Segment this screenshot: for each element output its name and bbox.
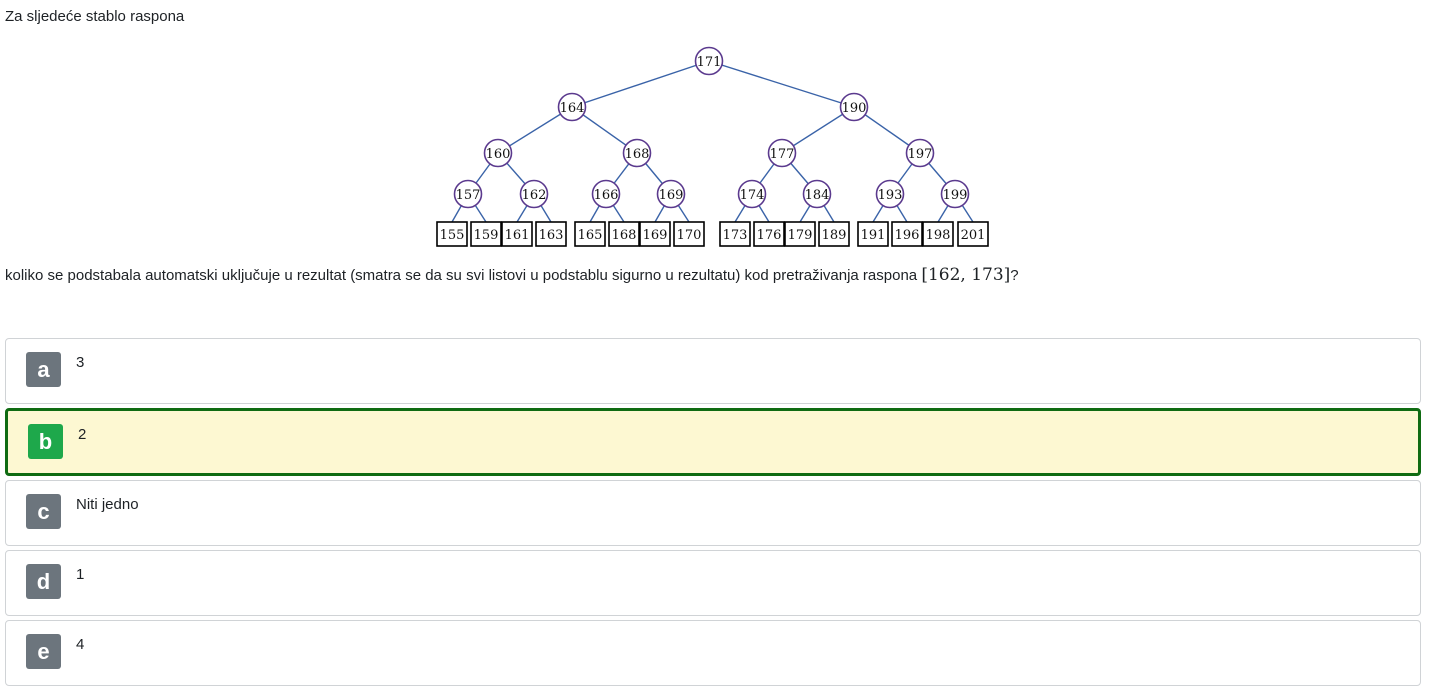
tree-leaf-label: 159: [474, 228, 499, 243]
answer-option-c[interactable]: c Niti jedno: [5, 480, 1421, 546]
tree-node-label: 190: [842, 101, 867, 116]
tree-node-label: 160: [486, 147, 511, 162]
tree-leaf-label: 170: [677, 228, 702, 243]
tree-leaf-box: [574, 221, 606, 247]
answer-option-a[interactable]: a 3: [5, 338, 1421, 404]
tree-leaf-box: [436, 221, 468, 247]
tree-node-circle: [622, 138, 652, 168]
tree-leaf-label: 196: [895, 228, 920, 243]
range-tree-svg: 171 164 190 160 168 177 197 157 162 166 169 174 184 1…: [436, 46, 989, 247]
answer-letter-badge: c: [26, 494, 61, 529]
answer-label: Niti jedno: [76, 496, 139, 513]
answer-label: 3: [76, 354, 85, 371]
tree-edge: [497, 106, 573, 154]
tree-leaf-label: 165: [578, 228, 603, 243]
tree-edge: [571, 60, 710, 108]
tree-node-circle: [940, 179, 970, 209]
tree-leaf-label: 155: [440, 228, 465, 243]
tree-node-circle: [519, 179, 549, 209]
tree-node-label: 171: [697, 55, 722, 70]
tree-leaf-box: [639, 221, 671, 247]
tree-node-circle: [656, 179, 686, 209]
tree-leaf-label: 169: [643, 228, 668, 243]
question-text: koliko se podstabala automatski uključuj…: [5, 265, 1019, 285]
tree-node-circle: [453, 179, 483, 209]
answer-letter-badge: b: [28, 424, 63, 459]
tree-leaf-box: [535, 221, 567, 247]
tree-leaf-label: 198: [926, 228, 951, 243]
tree-node-label: 168: [625, 147, 650, 162]
answer-label: 4: [76, 636, 85, 653]
tree-leaf-box: [891, 221, 923, 247]
tree-leaf-box: [818, 221, 850, 247]
tree-leaf-box: [753, 221, 785, 247]
tree-leaf-label: 191: [861, 228, 886, 243]
tree-leaf-box: [608, 221, 640, 247]
tree-leaf-label: 168: [612, 228, 637, 243]
tree-node-circle: [839, 92, 869, 122]
tree-leaf-box: [673, 221, 705, 247]
answer-letter-badge: a: [26, 352, 61, 387]
tree-leaf-label: 179: [788, 228, 813, 243]
question-intro-text: Za sljedeće stablo raspona: [5, 8, 185, 25]
tree-node-label: 177: [770, 147, 795, 162]
tree-edge: [708, 60, 855, 108]
tree-leaf-label: 189: [822, 228, 847, 243]
tree-node-circle: [767, 138, 797, 168]
tree-leaf-box: [501, 221, 533, 247]
tree-leaf-box: [857, 221, 889, 247]
tree-node-label: 162: [522, 188, 547, 203]
tree-leaf-label: 161: [505, 228, 530, 243]
tree-leaf-label: 163: [539, 228, 564, 243]
question-range: [162, 173]: [921, 265, 1011, 285]
answer-letter-badge: e: [26, 634, 61, 669]
tree-node-circle: [875, 179, 905, 209]
tree-node-circle: [483, 138, 513, 168]
answer-option-e[interactable]: e 4: [5, 620, 1421, 686]
answer-list: a 3 b 2 c Niti jedno d 1 e 4: [5, 338, 1421, 690]
tree-leaf-label: 201: [961, 228, 986, 243]
answer-letter-badge: d: [26, 564, 61, 599]
tree-leaf-box: [922, 221, 954, 247]
tree-node-label: 193: [878, 188, 903, 203]
tree-node-circle: [802, 179, 832, 209]
tree-node-label: 164: [560, 101, 585, 116]
tree-leaf-box: [470, 221, 502, 247]
question-text-after: ?: [1010, 267, 1019, 284]
tree-leaf-box: [957, 221, 989, 247]
range-tree-diagram: 171 164 190 160 168 177 197 157 162 166 169 174 184 1…: [0, 40, 1429, 255]
tree-leaf-label: 176: [757, 228, 782, 243]
tree-node-label: 166: [594, 188, 619, 203]
tree-node-circle: [694, 46, 724, 76]
tree-node-circle: [737, 179, 767, 209]
tree-node-label: 169: [659, 188, 684, 203]
answer-option-d[interactable]: d 1: [5, 550, 1421, 616]
tree-node-label: 199: [943, 188, 968, 203]
tree-node-label: 184: [805, 188, 830, 203]
tree-node-circle: [557, 92, 587, 122]
tree-node-circle: [591, 179, 621, 209]
tree-node-circle: [905, 138, 935, 168]
tree-node-label: 157: [456, 188, 481, 203]
answer-option-b[interactable]: b 2: [5, 408, 1421, 476]
tree-leaf-label: 173: [723, 228, 748, 243]
answer-label: 2: [78, 426, 87, 443]
tree-node-label: 174: [740, 188, 765, 203]
answer-label: 1: [76, 566, 85, 583]
question-text-before: koliko se podstabala automatski uključuj…: [5, 267, 922, 284]
tree-node-label: 197: [908, 147, 933, 162]
tree-leaf-box: [784, 221, 816, 247]
tree-leaf-box: [719, 221, 751, 247]
